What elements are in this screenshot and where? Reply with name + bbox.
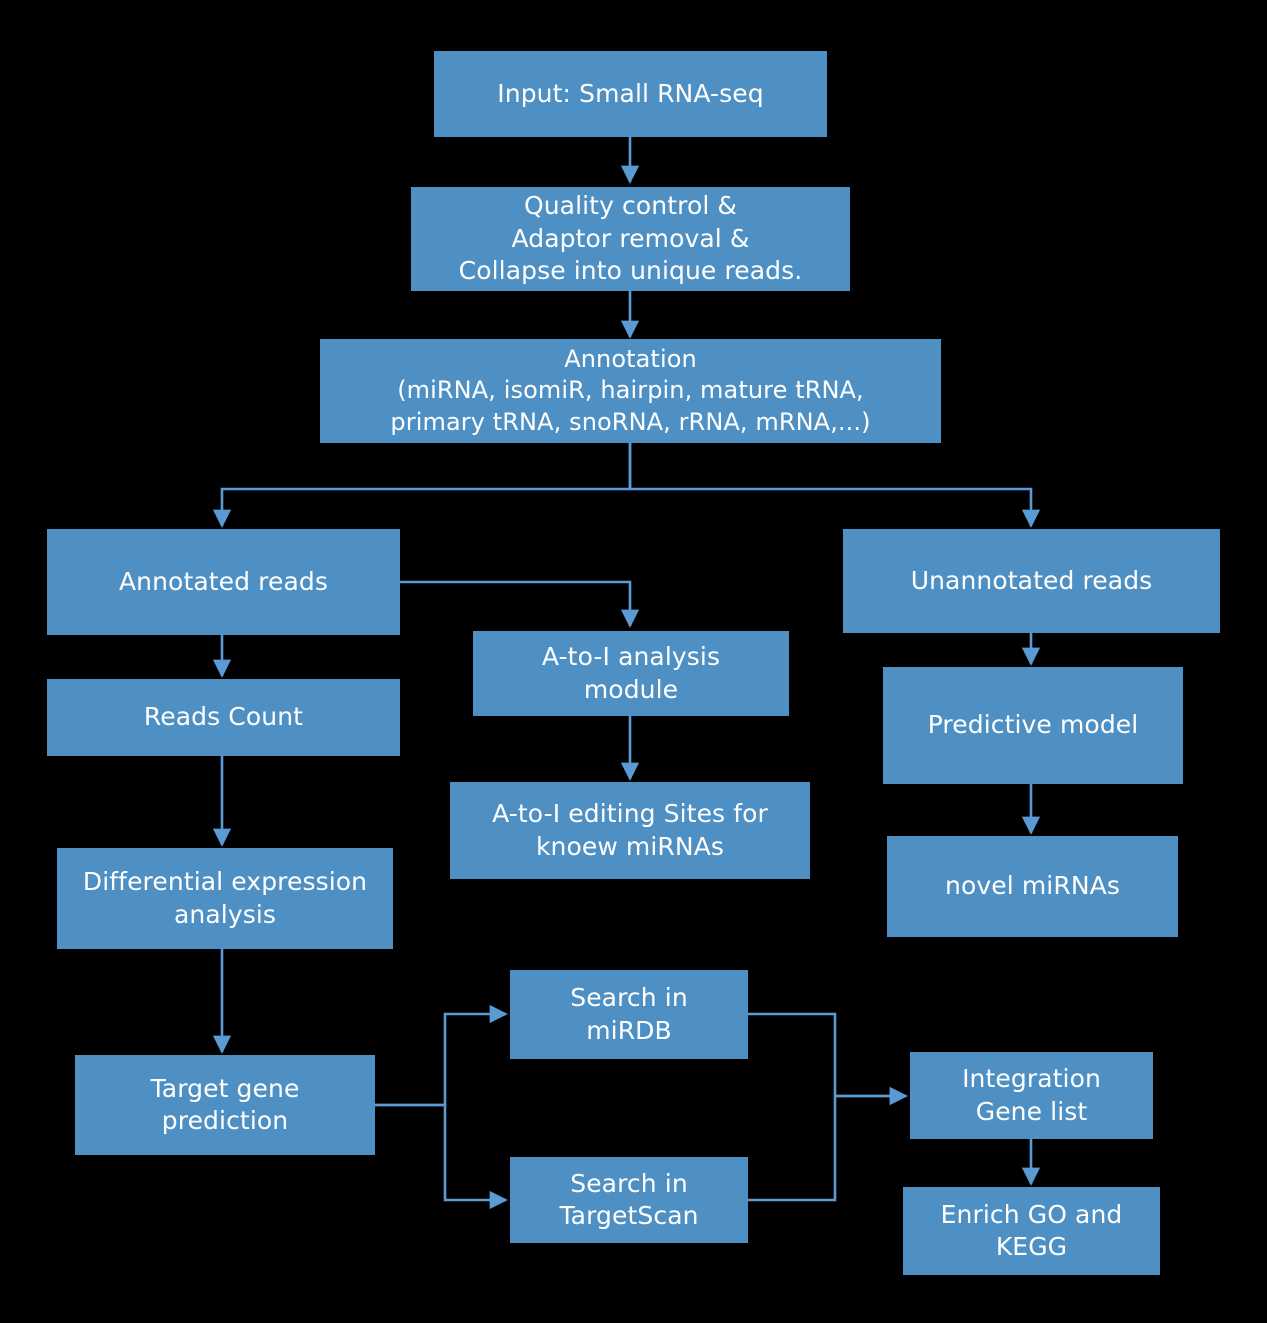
node-annotation[interactable]: Annotation (miRNA, isomiR, hairpin, matu… — [320, 339, 941, 443]
node-search-in-targetscan[interactable]: Search in TargetScan — [510, 1157, 748, 1243]
node-quality-control[interactable]: Quality control & Adaptor removal & Coll… — [411, 187, 850, 291]
node-input[interactable]: Input: Small RNA-seq — [434, 51, 827, 137]
node-target-gene-prediction[interactable]: Target gene prediction — [75, 1055, 375, 1155]
node-differential-expression-analysis[interactable]: Differential expression analysis — [57, 848, 393, 949]
node-unannotated-reads[interactable]: Unannotated reads — [843, 529, 1220, 633]
node-enrich-go-kegg[interactable]: Enrich GO and KEGG — [903, 1187, 1160, 1275]
edge-target-to-mirdb — [375, 1004, 508, 1107]
node-search-in-mirdb[interactable]: Search in miRDB — [510, 970, 748, 1059]
edge-annotated-to-atoi-module — [400, 580, 640, 628]
edge-mirdb-to-integration — [748, 1012, 908, 1106]
node-novel-mirnas[interactable]: novel miRNAs — [887, 836, 1178, 937]
edge-annotation-to-unannotated — [628, 443, 1041, 528]
node-reads-count[interactable]: Reads Count — [47, 679, 400, 756]
edge-target-to-targetscan — [375, 1103, 508, 1210]
node-integration-gene-list[interactable]: Integration Gene list — [910, 1052, 1153, 1139]
edge-annotation-to-annotated — [212, 443, 632, 528]
node-predictive-model[interactable]: Predictive model — [883, 667, 1183, 784]
edge-targetscan-to-integration — [748, 1086, 908, 1202]
node-annotated-reads[interactable]: Annotated reads — [47, 529, 400, 635]
node-atoi-editing-sites[interactable]: A-to-I editing Sites for knoew miRNAs — [450, 782, 810, 879]
node-atoi-analysis-module[interactable]: A-to-I analysis module — [473, 631, 789, 716]
